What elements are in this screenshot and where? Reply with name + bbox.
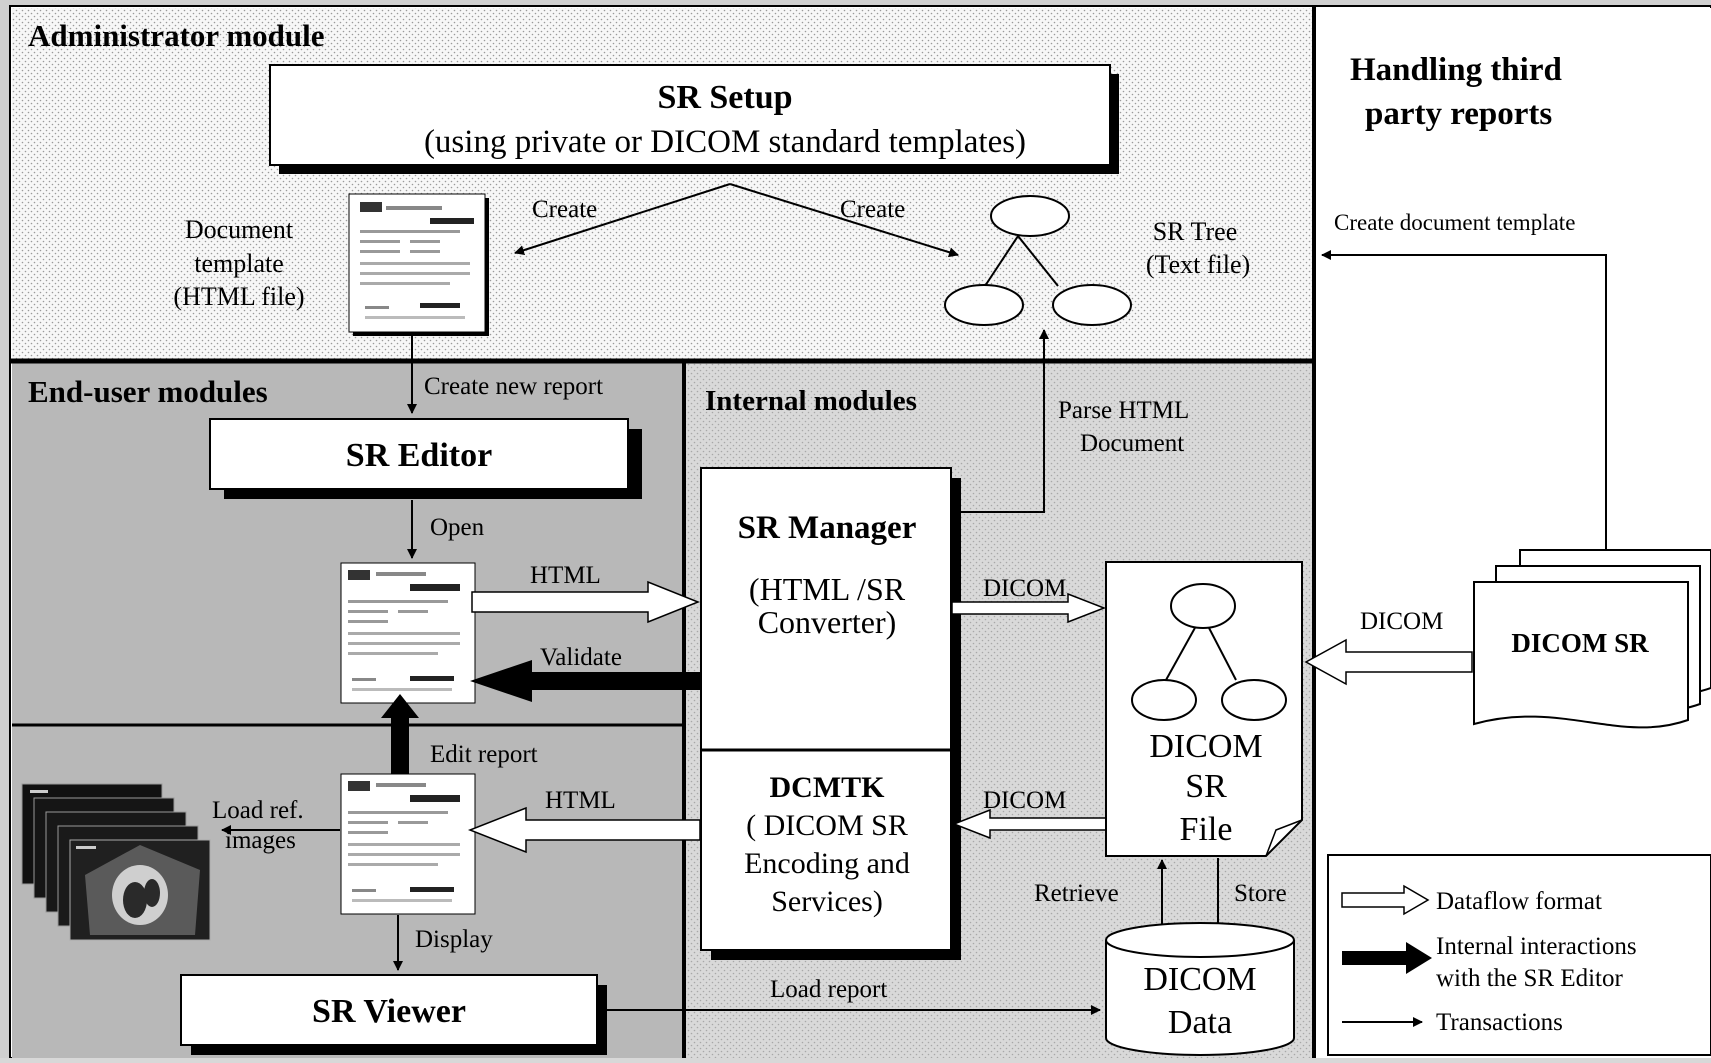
html-dataflow-arrow-bottom	[467, 806, 701, 854]
sr-tree-label-2: (Text file)	[1146, 250, 1250, 279]
dicom-data-label-1: DICOM	[1143, 961, 1256, 998]
sr-manager-box	[700, 467, 952, 751]
document-template-icon	[348, 193, 489, 336]
open-label: Open	[430, 514, 485, 541]
sr-file-label-1: DICOM	[1149, 728, 1262, 765]
dicom-dataflow-arrow-bottom	[951, 808, 1107, 840]
create-right-label: Create	[840, 196, 905, 223]
doc-template-label-3: (HTML file)	[173, 282, 304, 311]
html-top-label: HTML	[530, 562, 601, 589]
reference-images-stack	[21, 783, 211, 941]
dcmtk-box	[700, 749, 952, 951]
dicom-dataflow-arrow-top	[951, 592, 1107, 624]
sr-manager-title: SR Manager	[738, 510, 917, 546]
sr-viewer-label: SR Viewer	[312, 993, 466, 1030]
sr-editor-box	[209, 418, 629, 490]
dicom-right-label: DICOM	[1360, 608, 1443, 635]
edit-report-arrow	[381, 694, 419, 776]
dicom-bottom-label: DICOM	[983, 787, 1066, 814]
internal-section-title: Internal modules	[705, 385, 917, 417]
thirdparty-title-line1: Handling third	[1350, 52, 1562, 88]
sr-file-tree-icon	[1131, 583, 1287, 721]
validate-arrow	[470, 660, 700, 702]
doc-template-label-1: Document	[185, 215, 294, 244]
dicom-data-cylinder	[1105, 922, 1295, 1056]
sr-tree-icon	[944, 195, 1132, 326]
html-bottom-label: HTML	[545, 787, 616, 814]
legend-dataflow-label: Dataflow format	[1436, 888, 1602, 915]
sr-manager-sub-2: Converter)	[758, 604, 897, 640]
legend-internal-label-1: Internal interactions	[1436, 933, 1637, 960]
parse-html-label-2: Document	[1080, 430, 1184, 457]
validate-label: Validate	[540, 644, 622, 671]
dcmtk-title: DCMTK	[770, 771, 886, 804]
dcmtk-sub-1: ( DICOM SR	[746, 809, 908, 842]
viewer-document-icon	[340, 773, 476, 915]
doc-template-label-2: template	[194, 249, 284, 278]
sr-manager-sub-1: (HTML /SR	[749, 571, 906, 607]
dicom-dataflow-arrow-right	[1304, 638, 1473, 686]
store-label: Store	[1234, 880, 1287, 907]
legend-dataflow-arrow	[1341, 884, 1430, 916]
sr-file-label-2: SR	[1185, 768, 1227, 805]
enduser-section-title: End-user modules	[28, 374, 268, 409]
dcmtk-sub-3: Services)	[771, 885, 883, 918]
admin-section-title: Administrator module	[28, 18, 325, 53]
sr-tree-label-1: SR Tree	[1153, 217, 1238, 246]
parse-html-label-1: Parse HTML	[1058, 397, 1189, 424]
legend-internal-arrow	[1342, 942, 1432, 974]
edit-report-label: Edit report	[430, 741, 538, 768]
load-report-label: Load report	[770, 976, 887, 1003]
html-dataflow-arrow-top	[471, 580, 701, 624]
sr-setup-box	[269, 64, 1111, 166]
dicom-data-label-2: Data	[1168, 1004, 1232, 1041]
dicom-sr-documents	[1473, 549, 1711, 729]
sr-viewer-box	[180, 974, 598, 1046]
editor-document-icon	[340, 562, 476, 704]
thirdparty-title-line2: party reports	[1365, 96, 1552, 132]
retrieve-label: Retrieve	[1034, 880, 1119, 907]
dcmtk-sub-2: Encoding and	[744, 847, 910, 880]
dicom-sr-file-box	[1105, 561, 1303, 857]
display-label: Display	[415, 926, 493, 953]
create-doc-template-label: Create document template	[1334, 210, 1575, 235]
sr-file-label-3: File	[1180, 811, 1233, 848]
load-ref-label-1: Load ref.	[212, 797, 304, 824]
sr-editor-label: SR Editor	[346, 437, 492, 474]
dicom-top-label: DICOM	[983, 575, 1066, 602]
legend-transactions-label: Transactions	[1436, 1009, 1563, 1036]
create-left-label: Create	[532, 196, 597, 223]
load-ref-label-2: images	[225, 827, 296, 854]
sr-setup-title: SR Setup	[657, 79, 792, 116]
legend-internal-label-2: with the SR Editor	[1436, 965, 1623, 992]
dicom-sr-document-label: DICOM SR	[1511, 628, 1649, 658]
sr-setup-subtitle: (using private or DICOM standard templat…	[424, 124, 1026, 160]
create-new-report-label: Create new report	[424, 373, 603, 400]
